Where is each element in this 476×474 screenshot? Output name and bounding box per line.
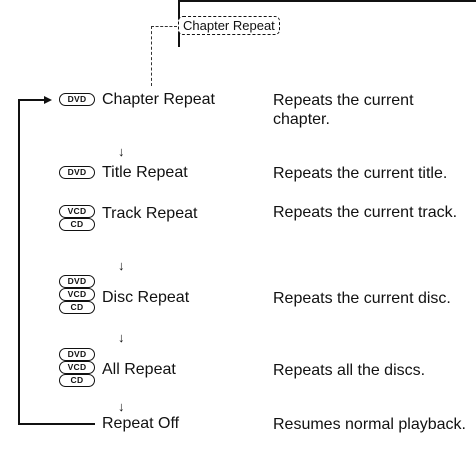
loop-arrowhead: [44, 96, 52, 104]
vcd-badge-icon: VCD: [59, 288, 95, 301]
down-arrow-icon: ↓: [118, 330, 125, 345]
down-arrow-icon: ↓: [118, 144, 125, 159]
step-description: Repeats the current track.: [273, 204, 458, 221]
step-name: Track Repeat: [102, 205, 198, 222]
step-description: Repeats all the discs.: [273, 362, 426, 379]
step-description: Repeats the current chapter.: [273, 92, 414, 128]
media-badges: VCD CD: [59, 205, 95, 231]
step-name: Repeat Off: [102, 415, 180, 432]
step-description: Repeats the current disc.: [273, 290, 451, 307]
dvd-badge-icon: DVD: [59, 93, 95, 106]
vcd-badge-icon: VCD: [59, 361, 95, 374]
loop-line-top: [18, 99, 46, 101]
cd-badge-icon: CD: [59, 218, 95, 231]
dvd-badge-icon: DVD: [59, 348, 95, 361]
osd-connector-horizontal: [151, 26, 177, 27]
dvd-badge-icon: DVD: [59, 166, 95, 179]
media-badges: DVD: [59, 93, 95, 106]
media-badges: DVD VCD CD: [59, 348, 95, 387]
loop-line-vertical: [18, 99, 20, 424]
step-description: Repeats the current title.: [273, 165, 448, 182]
media-badges: DVD: [59, 166, 95, 179]
osd-connector-vertical: [151, 26, 152, 86]
loop-line-bottom: [18, 423, 95, 425]
step-name: Title Repeat: [102, 164, 188, 181]
down-arrow-icon: ↓: [118, 258, 125, 273]
step-name: All Repeat: [102, 361, 176, 378]
dvd-badge-icon: DVD: [59, 275, 95, 288]
step-name: Chapter Repeat: [102, 91, 215, 108]
down-arrow-icon: ↓: [118, 399, 125, 414]
osd-label: Chapter Repeat: [178, 16, 280, 35]
cd-badge-icon: CD: [59, 301, 95, 314]
media-badges: DVD VCD CD: [59, 275, 95, 314]
step-name: Disc Repeat: [102, 289, 190, 306]
step-description: Resumes normal playback.: [273, 416, 466, 433]
cd-badge-icon: CD: [59, 374, 95, 387]
vcd-badge-icon: VCD: [59, 205, 95, 218]
